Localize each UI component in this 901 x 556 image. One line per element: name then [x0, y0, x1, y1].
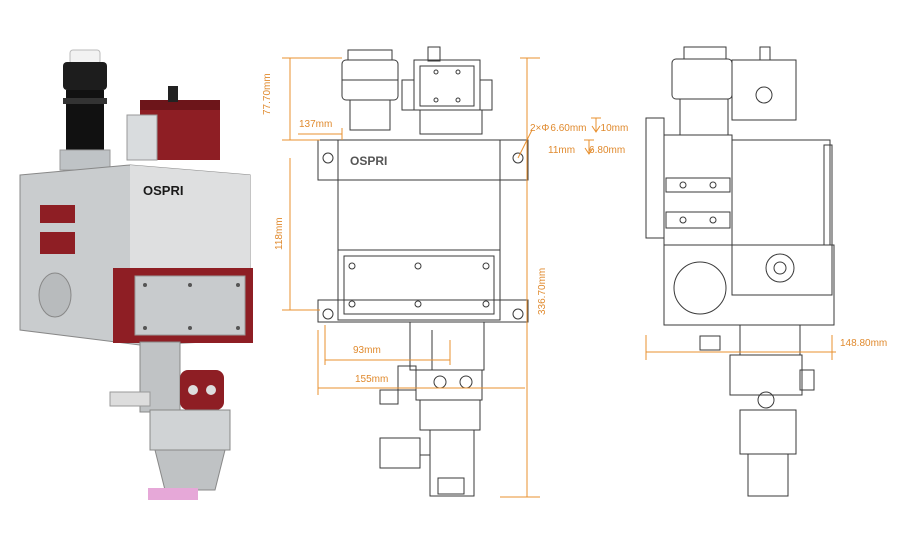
- dim-top-height: 77.70mm: [262, 73, 273, 115]
- photo-logo: OSPRI: [143, 183, 183, 198]
- drawing-logo: OSPRI: [350, 154, 387, 168]
- product-photo: OSPRI: [19, 49, 253, 500]
- front-dimensions: [282, 57, 540, 498]
- dim-bottom-offset: 93mm: [353, 345, 381, 356]
- depth-symbol-icon: [584, 117, 601, 155]
- dim-side-width: 148.80mm: [840, 338, 887, 349]
- dim-body-height: 118mm: [274, 217, 285, 250]
- front-dimension-labels: 77.70mm 137mm 118mm 336.70mm 93mm 155mm …: [262, 73, 628, 385]
- dim-bottom-width: 155mm: [355, 374, 388, 385]
- front-view-drawing: [317, 46, 529, 497]
- dim-flange-offset: 137mm: [299, 119, 332, 130]
- dim-total-height: 336.70mm: [537, 268, 548, 315]
- side-dimensions: [645, 335, 836, 360]
- side-view-drawing: [645, 46, 835, 497]
